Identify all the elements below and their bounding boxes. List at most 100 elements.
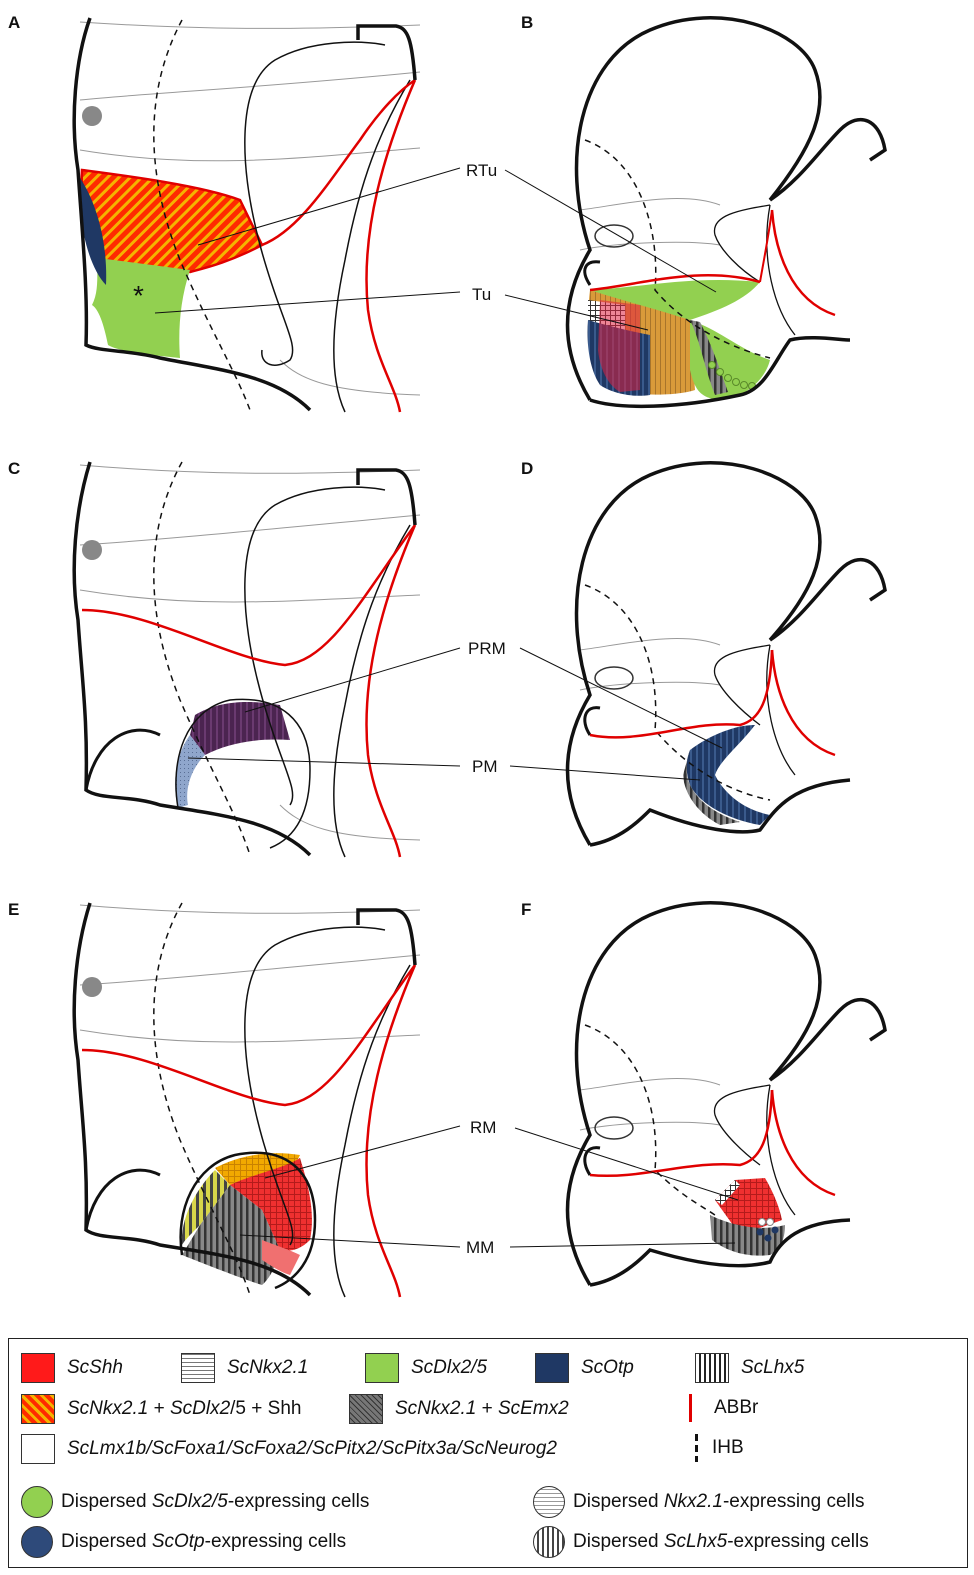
grey-line: [580, 639, 720, 650]
grey-line: [80, 148, 420, 161]
ellipse-f: [595, 1117, 633, 1139]
grey-line: [280, 360, 420, 395]
contour-f: [714, 1085, 770, 1165]
ihb-dash-icon: [695, 1434, 698, 1462]
legend-label-disp-nkx-post: -expressing cells: [723, 1491, 865, 1513]
abbr-line-b3: [760, 210, 772, 282]
legend-label-ihb: IHB: [712, 1437, 744, 1459]
grey-dot-c: [82, 540, 102, 560]
legend-item-dlx25: ScDlx2/5: [365, 1353, 487, 1383]
leader-pm-c: [188, 758, 460, 766]
legend-label-grid: ScLmx1b/ScFoxa1/ScFoxa2/ScPitx2/ScPitx3a…: [67, 1438, 557, 1460]
label-prm: PRM: [468, 639, 506, 658]
diagram-canvas: A * B: [0, 0, 974, 1335]
legend-item-disp-lhx: Dispersed ScLhx5 -expressing cells: [533, 1526, 869, 1558]
lhx5-swatch: [695, 1353, 729, 1383]
legend-label-disp-lhx-post: -expressing cells: [727, 1531, 869, 1553]
panel-c-letter: C: [8, 459, 20, 478]
leader-tu-a: [155, 292, 460, 313]
abbr-line-a2: [366, 80, 415, 412]
panel-c: C: [8, 459, 460, 857]
legend-label-abbr: ABBr: [714, 1397, 758, 1419]
domain-prm-c: [190, 702, 290, 755]
legend-item-abbr: ABBr: [689, 1394, 758, 1422]
legend-label-emx-emx: ScEmx2: [498, 1398, 569, 1420]
legend: ScShh ScNkx2.1 ScDlx2/5 ScOtp ScLhx5 ScN…: [8, 1338, 968, 1568]
panel-a-letter: A: [8, 13, 20, 32]
legend-item-otp: ScOtp: [535, 1353, 634, 1383]
outline-e-inner: [86, 1170, 160, 1230]
label-mm: MM: [466, 1238, 494, 1257]
dispersed-otp-circle-icon: [21, 1526, 53, 1558]
shh-swatch: [21, 1353, 55, 1383]
label-tu: Tu: [472, 285, 491, 304]
outline-d-hook: [770, 560, 885, 640]
grey-dot-a: [82, 106, 102, 126]
contour-c: [245, 487, 385, 805]
legend-label-disp-nkx-pre: Dispersed: [573, 1491, 664, 1513]
label-rtu: RTu: [466, 161, 497, 180]
legend-label-emx-plus: +: [476, 1398, 498, 1420]
legend-label-disp-otp-gene: ScOtp: [152, 1531, 205, 1553]
legend-label-combo-rest: /5 + Shh: [230, 1398, 301, 1420]
abbr-line-d2: [772, 650, 835, 755]
outline-c: [74, 462, 310, 855]
legend-item-disp-otp: Dispersed ScOtp -expressing cells: [21, 1526, 346, 1558]
contour-a: [245, 42, 385, 365]
legend-item-ihb: IHB: [695, 1434, 744, 1462]
ellipse-d: [595, 667, 633, 689]
abbr-line-f: [590, 1090, 772, 1176]
grey-line: [580, 1122, 720, 1130]
abbr-line-d: [590, 650, 772, 737]
emx-swatch: [349, 1394, 383, 1424]
legend-label-combo-plus: +: [148, 1398, 170, 1420]
ihb-line-c: [154, 462, 250, 855]
contour-b2: [767, 205, 795, 335]
otp-swatch: [535, 1353, 569, 1383]
leader-pm-d: [510, 766, 700, 780]
legend-label-disp-dlx-gene: ScDlx2/5: [152, 1491, 228, 1513]
leader-prm-c: [245, 648, 460, 712]
legend-item-disp-nkx: Dispersed Nkx2.1 -expressing cells: [533, 1486, 864, 1518]
legend-label-emx-nkx: ScNkx2.1: [395, 1398, 476, 1420]
legend-item-grid: ScLmx1b/ScFoxa1/ScFoxa2/ScPitx2/ScPitx3a…: [21, 1434, 557, 1464]
domain-nkx-dlx-shh: [82, 170, 262, 272]
ihb-line-d: [585, 585, 770, 800]
label-rm: RM: [470, 1118, 496, 1137]
legend-item-nkx21: ScNkx2.1: [181, 1353, 308, 1383]
grid-swatch: [21, 1434, 55, 1464]
legend-item-shh: ScShh: [21, 1353, 123, 1383]
abbr-line-e2: [366, 965, 415, 1297]
asterisk-label: *: [133, 280, 144, 311]
contour-c-right: [334, 525, 410, 857]
abbr-line-f2: [772, 1090, 835, 1195]
panel-e: E: [8, 900, 460, 1297]
panel-d-letter: D: [521, 459, 533, 478]
legend-label-lhx5: ScLhx5: [741, 1357, 804, 1379]
legend-label-disp-lhx-pre: Dispersed: [573, 1531, 664, 1553]
grey-line: [280, 805, 420, 840]
label-pm: PM: [472, 757, 498, 776]
dispersed-nkx-circle-icon: [533, 1486, 565, 1518]
legend-item-disp-dlx: Dispersed ScDlx2/5 -expressing cells: [21, 1486, 369, 1518]
legend-item-lhx5: ScLhx5: [695, 1353, 804, 1383]
legend-label-dlx25: ScDlx2/5: [411, 1357, 487, 1379]
panel-f-letter: F: [521, 900, 531, 919]
legend-label-disp-dlx-post: -expressing cells: [228, 1491, 370, 1513]
abbr-line-icon: [689, 1394, 692, 1422]
panel-a: A *: [8, 13, 460, 412]
abbr-line-c2: [366, 525, 415, 857]
legend-item-combo: ScNkx2.1 + ScDlx2 /5 + Shh: [21, 1394, 301, 1424]
legend-label-disp-nkx-gene: Nkx2.1: [664, 1491, 723, 1513]
contour-a-right: [334, 80, 410, 412]
legend-label-disp-otp-pre: Dispersed: [61, 1531, 152, 1553]
panel-e-letter: E: [8, 900, 19, 919]
legend-label-shh: ScShh: [67, 1357, 123, 1379]
dispersed-dlx-circle-icon: [21, 1486, 53, 1518]
outline-f-hook: [770, 1000, 885, 1080]
panel-d: D: [510, 459, 885, 845]
outline-d-notch: [585, 708, 600, 735]
legend-label-disp-otp-post: -expressing cells: [205, 1531, 347, 1553]
contour-e-right: [334, 965, 410, 1297]
legend-label-otp: ScOtp: [581, 1357, 634, 1379]
